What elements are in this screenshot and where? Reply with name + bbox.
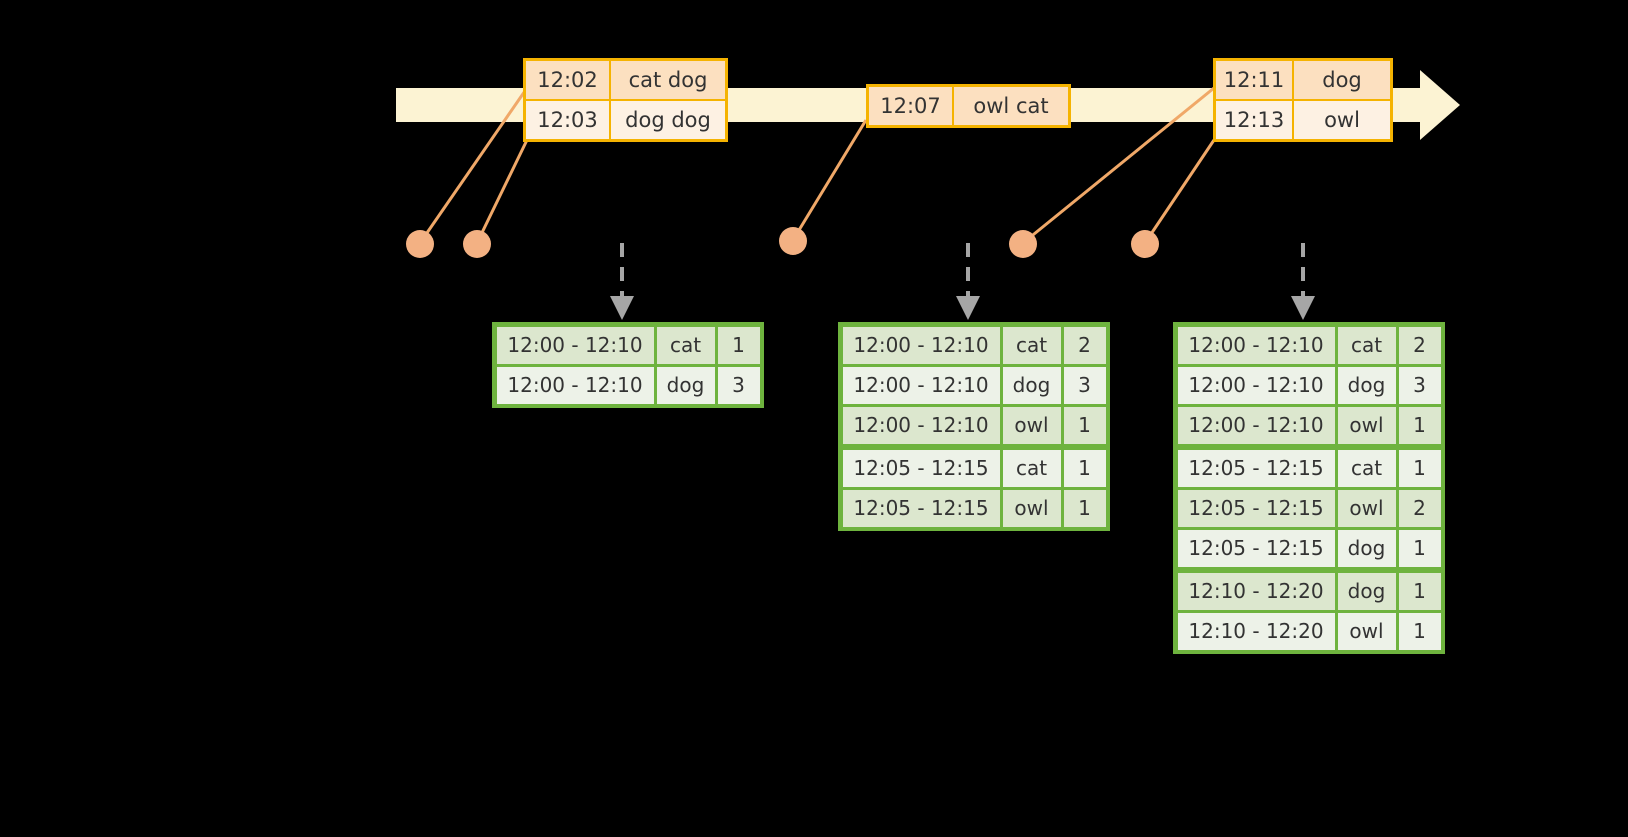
trigger-arrows (620, 243, 1305, 296)
cell-count: 1 (1398, 406, 1441, 444)
event-group-3[interactable]: 12:11 dog 12:13 owl (1213, 58, 1393, 142)
table-row[interactable]: 12:05 - 12:15 cat 1 (1176, 448, 1442, 488)
cell-word: cat (1002, 449, 1061, 487)
window-group-separator (1176, 445, 1442, 448)
cell-word: dog (1337, 572, 1396, 610)
table-row[interactable]: 12:00 - 12:10 owl 1 (841, 405, 1107, 445)
cell-count: 1 (1063, 406, 1106, 444)
cell-word: dog (1002, 366, 1061, 404)
window-group-separator (841, 445, 1107, 448)
event-group-1[interactable]: 12:02 cat dog 12:03 dog dog (523, 58, 728, 142)
cell-word: owl (1002, 406, 1061, 444)
event-time: 12:03 (526, 101, 611, 139)
table-row[interactable]: 12:00 - 12:10 cat 2 (1176, 325, 1442, 365)
cell-window: 12:00 - 12:10 (842, 326, 1000, 364)
cell-count: 1 (1063, 489, 1106, 527)
cell-word: owl (1337, 612, 1396, 650)
table-row[interactable]: 12:05 - 12:15 dog 1 (1176, 528, 1442, 568)
table-row[interactable]: 12:00 - 12:10 dog 3 (495, 365, 761, 405)
table-row[interactable]: 12:00 - 12:10 cat 2 (841, 325, 1107, 365)
table-row[interactable]: 12:00 - 12:10 cat 1 (495, 325, 761, 365)
cell-window: 12:10 - 12:20 (1177, 572, 1335, 610)
result-table-1[interactable]: 12:00 - 12:10 cat 1 12:00 - 12:10 dog 3 (492, 322, 764, 408)
event-dot (1131, 230, 1159, 258)
cell-count: 1 (717, 326, 760, 364)
cell-word: cat (656, 326, 715, 364)
event-dot (1009, 230, 1037, 258)
cell-word: owl (1002, 489, 1061, 527)
trigger-arrowheads (610, 296, 1315, 320)
event-time: 12:07 (869, 87, 954, 125)
table-row[interactable]: 12:00 - 12:10 dog 3 (841, 365, 1107, 405)
cell-window: 12:00 - 12:10 (842, 366, 1000, 404)
cell-count: 3 (1063, 366, 1106, 404)
cell-word: owl (1337, 406, 1396, 444)
event-dot (779, 227, 807, 255)
cell-word: owl (1337, 489, 1396, 527)
table-row[interactable]: 12:00 - 12:10 dog 3 (1176, 365, 1442, 405)
event-text: owl cat (954, 87, 1068, 125)
event-row[interactable]: 12:07 owl cat (869, 87, 1068, 125)
table-row[interactable]: 12:00 - 12:10 owl 1 (1176, 405, 1442, 445)
event-time: 12:02 (526, 61, 611, 99)
cell-window: 12:05 - 12:15 (1177, 529, 1335, 567)
event-text: dog dog (611, 101, 725, 139)
cell-count: 1 (1398, 572, 1441, 610)
cell-window: 12:00 - 12:10 (1177, 406, 1335, 444)
event-text: owl (1294, 101, 1390, 139)
cell-count: 2 (1063, 326, 1106, 364)
table-row[interactable]: 12:05 - 12:15 cat 1 (841, 448, 1107, 488)
table-row[interactable]: 12:05 - 12:15 owl 2 (1176, 488, 1442, 528)
cell-window: 12:05 - 12:15 (842, 489, 1000, 527)
cell-window: 12:00 - 12:10 (496, 366, 654, 404)
event-time: 12:13 (1216, 101, 1294, 139)
event-text: cat dog (611, 61, 725, 99)
event-dots (406, 227, 1159, 258)
result-table-3[interactable]: 12:00 - 12:10 cat 2 12:00 - 12:10 dog 3 … (1173, 322, 1445, 654)
cell-count: 2 (1398, 326, 1441, 364)
event-dot (463, 230, 491, 258)
cell-word: dog (656, 366, 715, 404)
event-time: 12:11 (1216, 61, 1294, 99)
cell-window: 12:00 - 12:10 (1177, 366, 1335, 404)
cell-window: 12:05 - 12:15 (842, 449, 1000, 487)
event-row[interactable]: 12:13 owl (1216, 99, 1390, 139)
cell-window: 12:10 - 12:20 (1177, 612, 1335, 650)
cell-word: cat (1002, 326, 1061, 364)
cell-count: 1 (1398, 612, 1441, 650)
cell-count: 2 (1398, 489, 1441, 527)
event-row[interactable]: 12:11 dog (1216, 61, 1390, 99)
cell-window: 12:05 - 12:15 (1177, 449, 1335, 487)
cell-count: 1 (1063, 449, 1106, 487)
cell-count: 3 (1398, 366, 1441, 404)
table-row[interactable]: 12:10 - 12:20 dog 1 (1176, 571, 1442, 611)
cell-word: cat (1337, 326, 1396, 364)
cell-window: 12:05 - 12:15 (1177, 489, 1335, 527)
cell-count: 1 (1398, 449, 1441, 487)
event-dot (406, 230, 434, 258)
cell-window: 12:00 - 12:10 (1177, 326, 1335, 364)
cell-window: 12:00 - 12:10 (842, 406, 1000, 444)
cell-word: dog (1337, 529, 1396, 567)
event-text: dog (1294, 61, 1390, 99)
event-group-2[interactable]: 12:07 owl cat (866, 84, 1071, 128)
table-row[interactable]: 12:05 - 12:15 owl 1 (841, 488, 1107, 528)
cell-word: dog (1337, 366, 1396, 404)
cell-count: 1 (1398, 529, 1441, 567)
table-row[interactable]: 12:10 - 12:20 owl 1 (1176, 611, 1442, 651)
result-table-2[interactable]: 12:00 - 12:10 cat 2 12:00 - 12:10 dog 3 … (838, 322, 1110, 531)
cell-window: 12:00 - 12:10 (496, 326, 654, 364)
cell-count: 3 (717, 366, 760, 404)
event-row[interactable]: 12:03 dog dog (526, 99, 725, 139)
window-group-separator (1176, 568, 1442, 571)
event-row[interactable]: 12:02 cat dog (526, 61, 725, 99)
cell-word: cat (1337, 449, 1396, 487)
